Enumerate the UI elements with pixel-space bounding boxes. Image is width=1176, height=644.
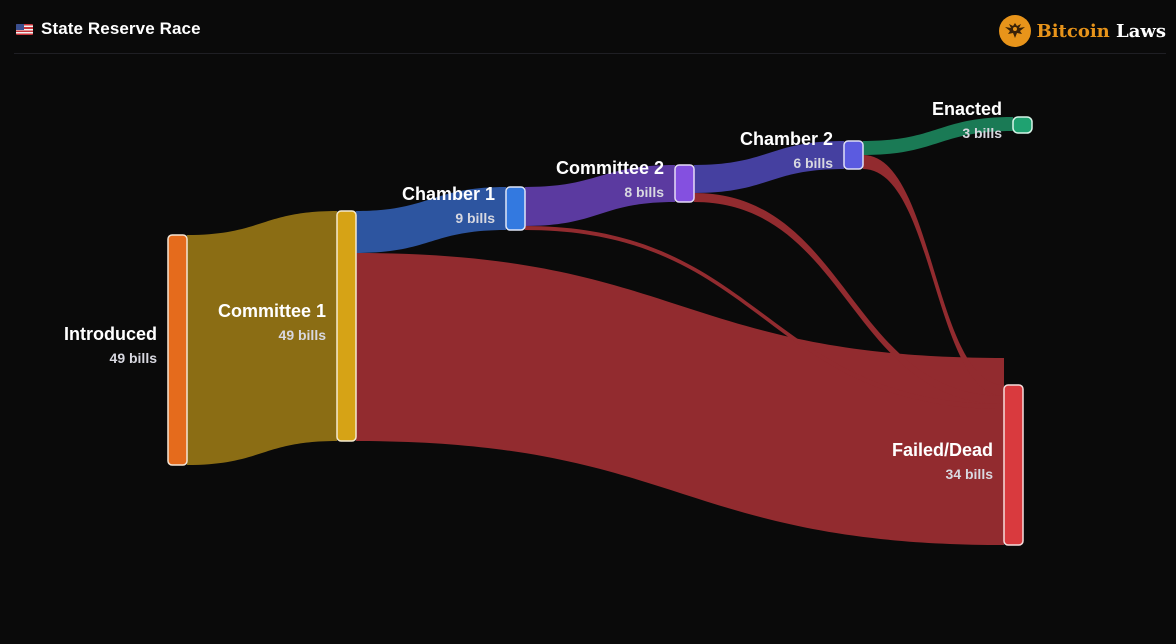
title-group: State Reserve Race bbox=[16, 19, 201, 39]
us-flag-icon bbox=[16, 23, 33, 35]
link-committee2-chamber2[interactable] bbox=[694, 141, 844, 193]
node-chamber2[interactable] bbox=[843, 140, 864, 170]
node-value-chamber2: 6 bills bbox=[793, 155, 833, 171]
node-failed[interactable] bbox=[1003, 384, 1024, 546]
node-chamber1[interactable] bbox=[505, 186, 526, 231]
links bbox=[187, 117, 1013, 545]
link-chamber2-enacted[interactable] bbox=[863, 117, 1013, 155]
link-introduced-committee1[interactable] bbox=[187, 211, 337, 465]
page-title: State Reserve Race bbox=[41, 19, 201, 38]
node-label-committee2: Committee 2 bbox=[556, 158, 664, 178]
brand-logo[interactable]: Bitcoin Laws bbox=[998, 15, 1167, 47]
node-label-committee1: Committee 1 bbox=[218, 301, 326, 321]
node-value-enacted: 3 bills bbox=[962, 125, 1002, 141]
eagle-seal-icon bbox=[998, 15, 1031, 47]
node-enacted[interactable] bbox=[1012, 116, 1033, 134]
link-chamber1-failed[interactable] bbox=[525, 226, 1004, 409]
brand-part-laws: Laws bbox=[1116, 20, 1166, 42]
link-committee1-chamber1[interactable] bbox=[356, 187, 506, 253]
node-value-introduced: 49 bills bbox=[110, 350, 158, 366]
node-committee1[interactable] bbox=[336, 210, 357, 442]
node-label-enacted: Enacted bbox=[932, 99, 1002, 119]
labels: Introduced 49 bills Committee 1 49 bills… bbox=[64, 99, 1002, 482]
brand-name: Bitcoin Laws bbox=[1037, 21, 1167, 42]
node-label-chamber1: Chamber 1 bbox=[402, 184, 495, 204]
link-chamber2-failed[interactable] bbox=[863, 155, 1004, 396]
node-label-chamber2: Chamber 2 bbox=[740, 129, 833, 149]
node-value-chamber1: 9 bills bbox=[455, 210, 495, 226]
node-committee2[interactable] bbox=[674, 164, 695, 203]
page-header: State Reserve Race Bitcoin Laws bbox=[14, 0, 1166, 54]
node-label-introduced: Introduced bbox=[64, 324, 157, 344]
node-value-committee2: 8 bills bbox=[624, 184, 664, 200]
nodes bbox=[167, 116, 1033, 546]
node-label-failed: Failed/Dead bbox=[892, 440, 993, 460]
node-value-committee1: 49 bills bbox=[279, 327, 327, 343]
brand-part-bitcoin: Bitcoin bbox=[1036, 20, 1110, 42]
link-chamber1-committee2[interactable] bbox=[525, 165, 675, 226]
link-committee1-failed[interactable] bbox=[356, 253, 1004, 545]
node-value-failed: 34 bills bbox=[946, 466, 994, 482]
node-introduced[interactable] bbox=[167, 234, 188, 466]
link-committee2-failed[interactable] bbox=[694, 193, 1004, 404]
